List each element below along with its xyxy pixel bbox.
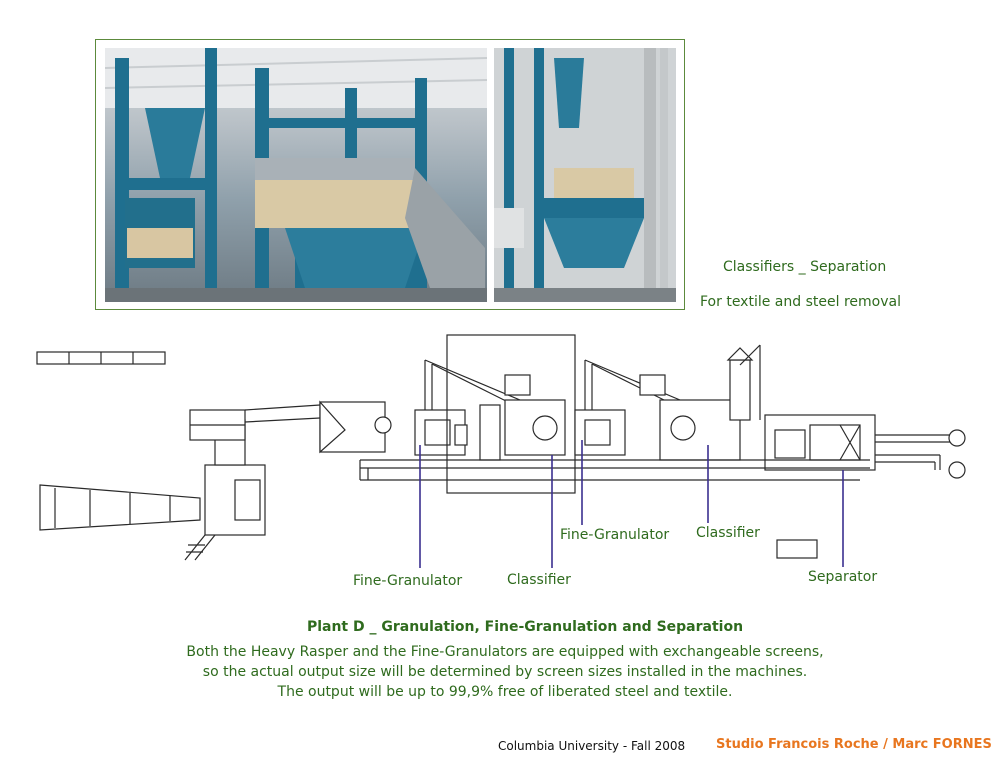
plant-diagram	[0, 330, 1000, 600]
classifiers-subcaption: For textile and steel removal	[700, 294, 901, 310]
footer-studio: Studio Francois Roche / Marc FORNES	[716, 737, 992, 752]
label-fine-granulator-1: Fine-Granulator	[353, 573, 463, 589]
label-classifier-2: Classifier	[696, 525, 760, 541]
classifiers-caption: Classifiers _ Separation	[723, 259, 887, 275]
description-line: Both the Heavy Rasper and the Fine-Granu…	[186, 644, 824, 660]
label-fine-granulator-2: Fine-Granulator	[560, 527, 670, 543]
description-line: The output will be up to 99,9% free of l…	[277, 684, 733, 700]
plant-title: Plant D _ Granulation, Fine-Granulation …	[306, 619, 744, 635]
footer-university: Columbia University - Fall 2008	[498, 739, 686, 753]
label-separator: Separator	[808, 569, 878, 585]
plant-photo-left	[105, 48, 487, 302]
plant-description: Both the Heavy Rasper and the Fine-Granu…	[0, 642, 1000, 702]
label-classifier-1: Classifier	[507, 572, 571, 588]
scale-bar	[36, 351, 166, 365]
plant-photo-right	[494, 48, 676, 302]
photo-frame	[95, 39, 685, 310]
description-line: so the actual output size will be determ…	[202, 664, 808, 680]
